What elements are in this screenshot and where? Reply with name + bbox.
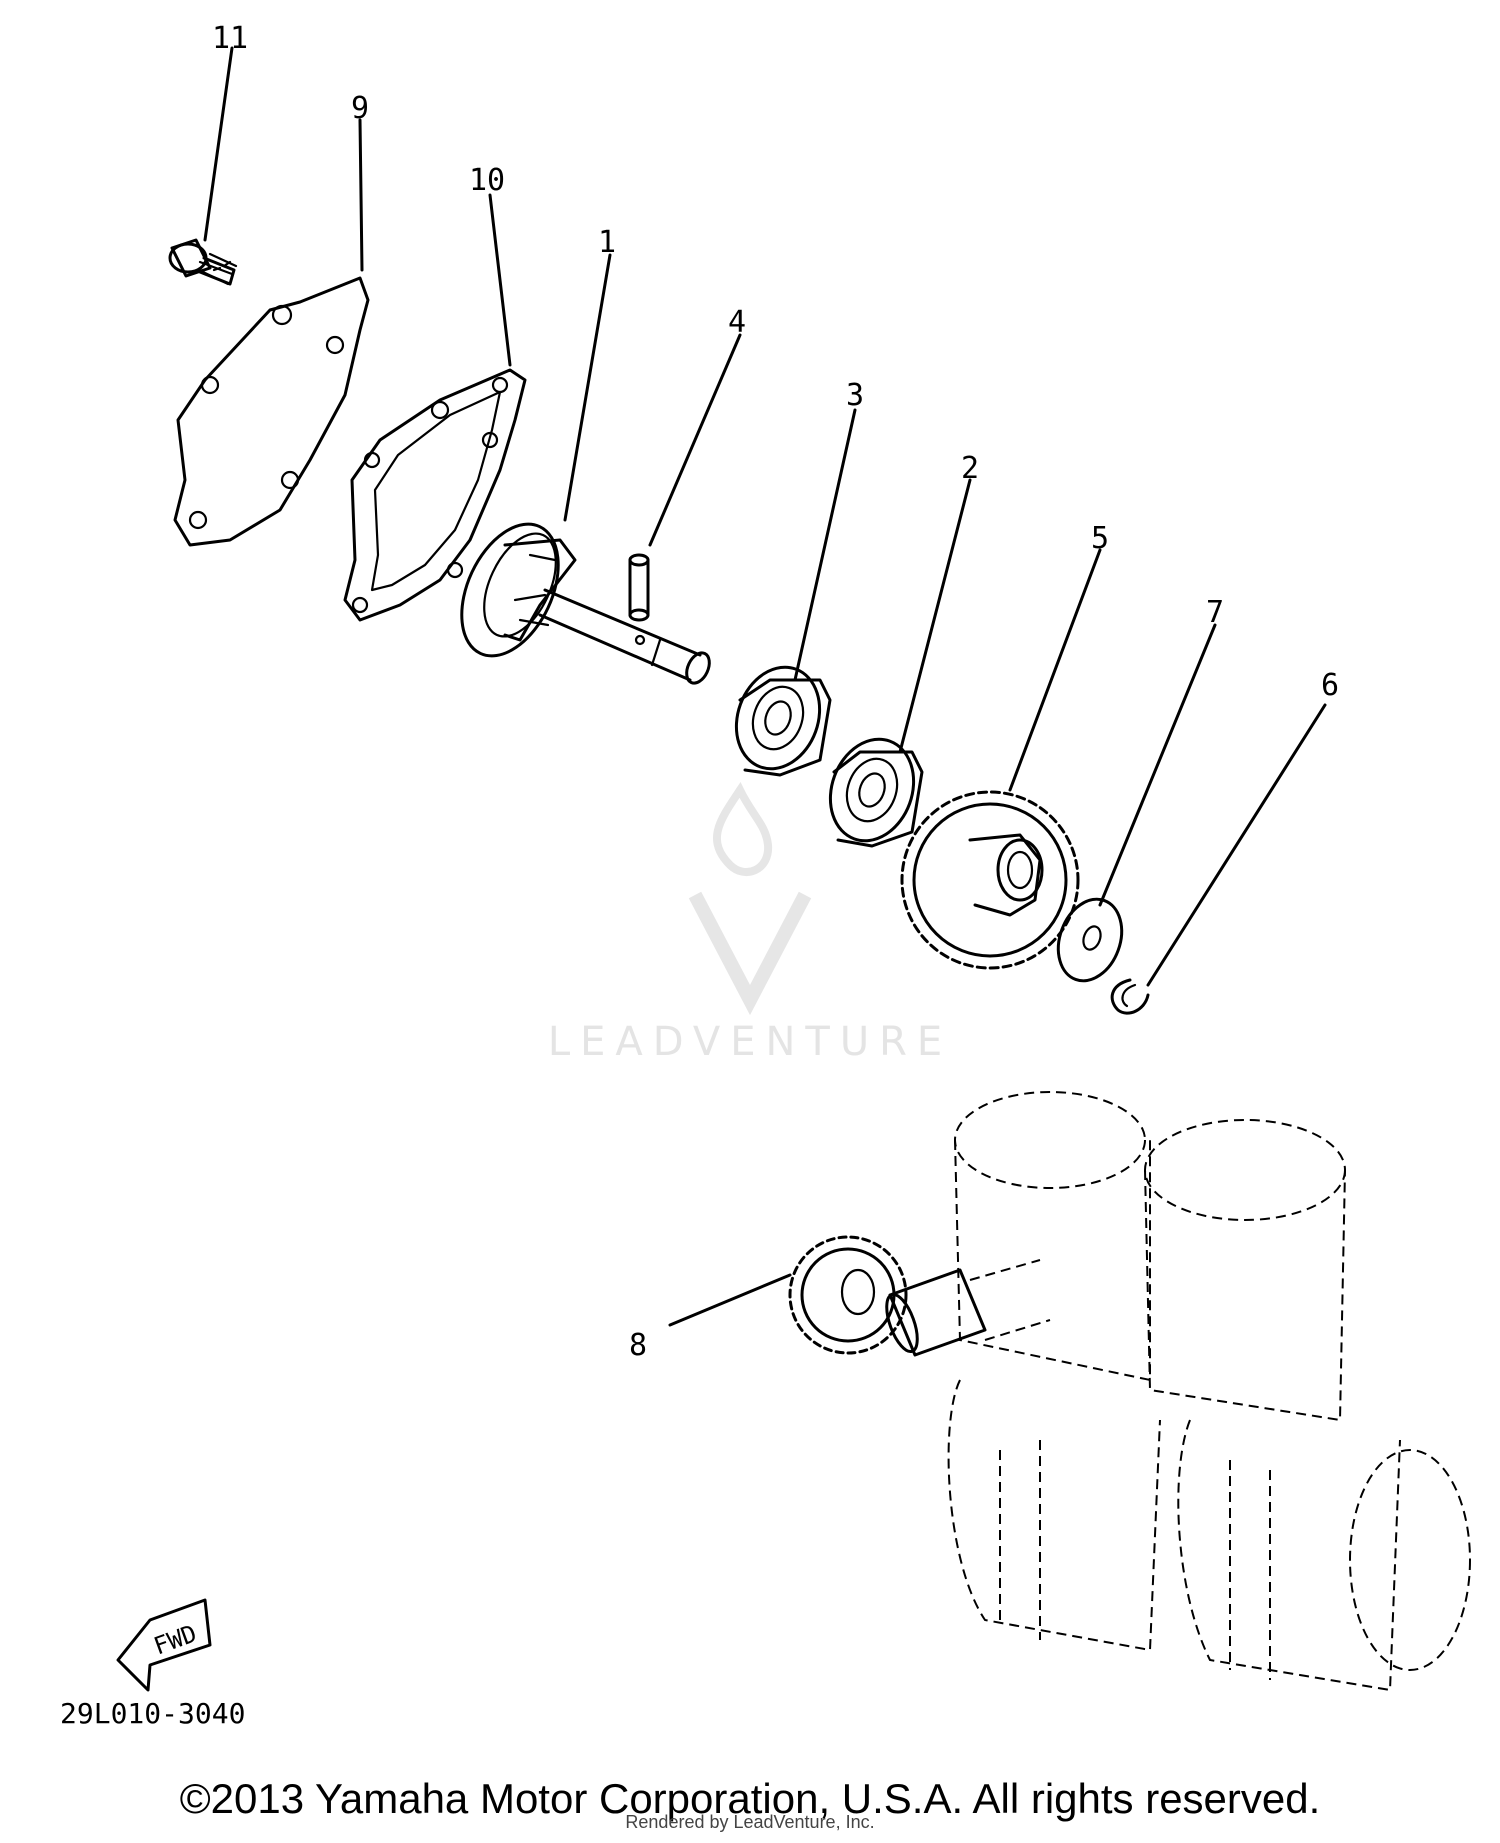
rendered-by-credit: Rendered by LeadVenture, Inc. bbox=[625, 1812, 875, 1832]
part-bearing-b bbox=[828, 737, 924, 848]
crankshaft-outline bbox=[885, 1091, 1471, 1692]
leader-lines bbox=[203, 46, 1327, 1327]
callout-10: 10 bbox=[469, 163, 505, 198]
callout-7: 7 bbox=[1206, 595, 1224, 630]
part-pin bbox=[628, 553, 650, 646]
part-bearing-a bbox=[734, 665, 832, 777]
diagram-code: 29L010-3040 bbox=[60, 1697, 245, 1730]
callout-6: 6 bbox=[1321, 668, 1339, 703]
forward-direction-tag: FWD bbox=[116, 1598, 212, 1692]
callout-11: 11 bbox=[212, 21, 248, 56]
callout-8: 8 bbox=[629, 1328, 647, 1363]
part-washer bbox=[1056, 897, 1124, 983]
part-circlip bbox=[1110, 978, 1150, 1015]
part-gasket bbox=[343, 368, 527, 622]
fwd-label: FWD bbox=[150, 1619, 200, 1660]
part-impeller-shaft bbox=[460, 522, 711, 685]
callout-5: 5 bbox=[1091, 521, 1109, 556]
part-bolt bbox=[168, 238, 238, 286]
part-cover bbox=[173, 276, 370, 547]
callout-9: 9 bbox=[351, 91, 369, 126]
callout-numbers: 11 9 10 1 4 3 2 5 7 6 8 bbox=[212, 21, 1339, 1363]
watermark-text: LEADVENTURE bbox=[548, 1019, 952, 1065]
callout-1: 1 bbox=[598, 225, 616, 260]
callout-4: 4 bbox=[728, 305, 746, 340]
leadventure-watermark: LEADVENTURE bbox=[548, 781, 952, 1065]
callout-3: 3 bbox=[846, 378, 864, 413]
copyright-notice: ©2013 Yamaha Motor Corporation, U.S.A. A… bbox=[179, 1775, 1321, 1822]
part-drive-gear bbox=[900, 790, 1080, 970]
callout-2: 2 bbox=[961, 451, 979, 486]
